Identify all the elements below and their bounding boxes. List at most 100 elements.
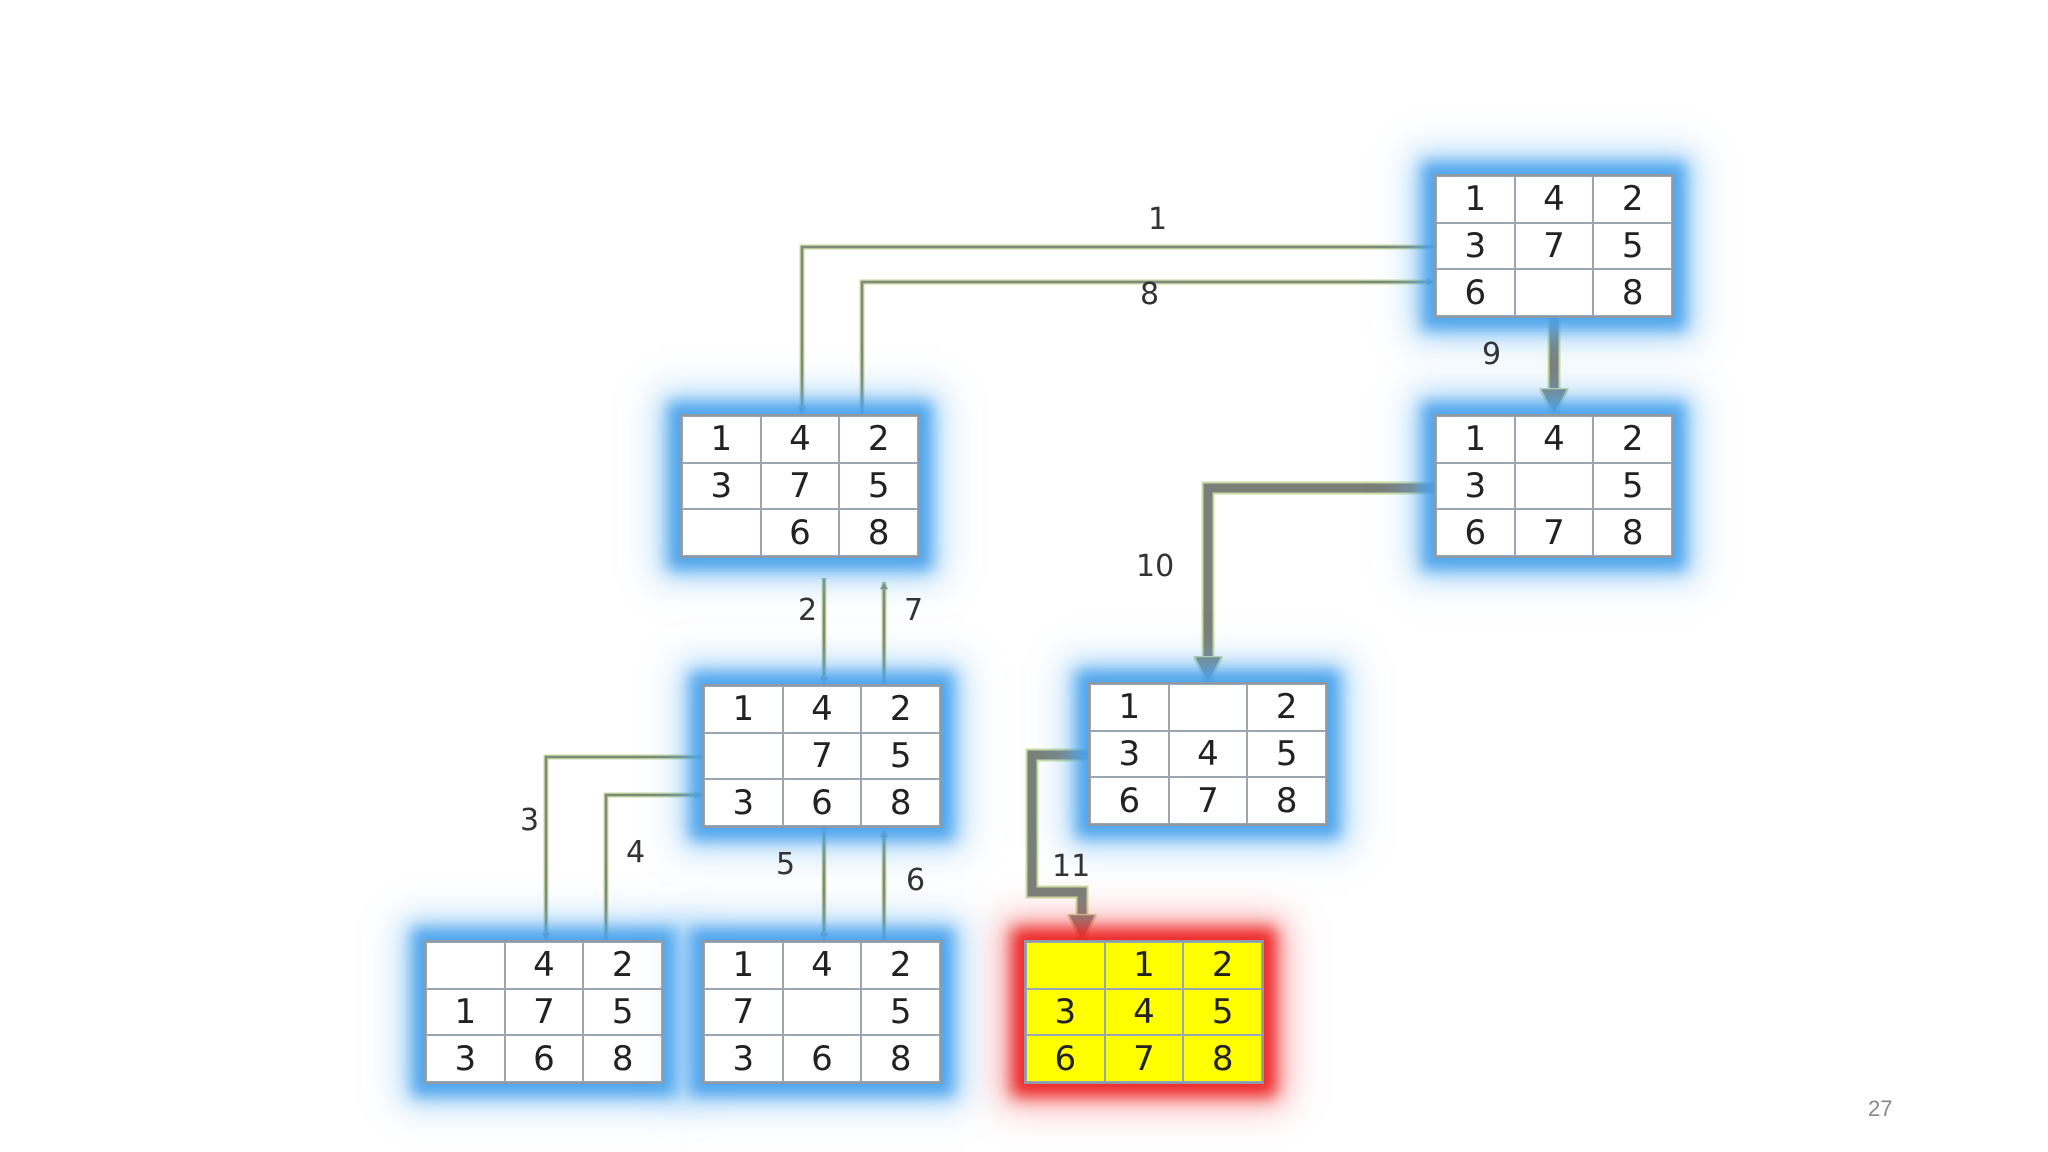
puzzle-tile: 2 [1183,942,1262,989]
puzzle-tile: 3 [1090,730,1169,778]
puzzle-tile: 1 [426,988,505,1036]
blank-tile [1514,269,1594,316]
puzzle-tile: 3 [682,462,761,510]
arrow-outline [799,244,1434,414]
step-number-label: 10 [1136,549,1175,584]
puzzle-tile: 6 [1436,269,1515,316]
arrow-line [546,755,702,940]
puzzle-tile: 6 [1436,509,1515,556]
puzzle-tile: 4 [1104,988,1184,1036]
move-arrow-11 [1025,748,1088,940]
puzzle-tile: 5 [1593,222,1672,270]
move-arrow-4 [603,792,702,940]
puzzle-tile: 2 [1593,416,1672,463]
puzzle-tile: 1 [1090,684,1169,731]
puzzle-tile: 5 [1183,988,1262,1036]
puzzle-tile: 4 [1168,730,1248,778]
blank-tile [704,732,783,780]
puzzle-tile: 1 [1104,942,1184,989]
page-number: 27 [1868,1096,1893,1121]
puzzle-tile: 5 [1247,730,1326,778]
move-arrow-1 [799,244,1434,414]
puzzle-tile: 4 [782,686,862,733]
puzzle-tile: 6 [782,1035,862,1082]
blank-tile [1026,942,1105,989]
puzzle-tile: 5 [583,988,662,1036]
puzzle-tile: 8 [1183,1035,1262,1082]
puzzle-tile: 8 [861,1035,940,1082]
step-number-label: 9 [1482,337,1502,372]
puzzle-tile: 7 [1104,1035,1184,1082]
puzzle-tile: 2 [1247,684,1326,731]
puzzle-tile: 5 [839,462,918,510]
puzzle-tile: 4 [760,416,840,463]
step-number-label: 6 [906,863,926,898]
puzzle-tile: 3 [704,779,783,826]
puzzle-tile: 7 [504,988,584,1036]
step-number-label: 7 [904,593,924,628]
blank-tile [426,942,505,989]
puzzle-tile: 2 [1593,176,1672,223]
puzzle-tile: 3 [1436,222,1515,270]
puzzle-tile: 4 [504,942,584,989]
arrow-outline [543,754,702,940]
puzzle-tile: 1 [1436,416,1515,463]
puzzle-tile: 4 [782,942,862,989]
puzzle-tile: 5 [1593,462,1672,510]
puzzle-tile: 3 [1026,988,1105,1036]
puzzle-tile: 3 [1436,462,1515,510]
arrow-outline [603,792,702,940]
puzzle-tile: 8 [1593,269,1672,316]
arrow-line [802,245,1434,414]
puzzle-tile: 2 [861,686,940,733]
puzzle-tile: 8 [1593,509,1672,556]
puzzle-tile: 2 [861,942,940,989]
puzzle-tile: 4 [1514,416,1594,463]
puzzle-tile: 1 [704,686,783,733]
step-number-label: 4 [626,835,646,870]
puzzle-tile: 4 [1514,176,1594,223]
step-number-label: 3 [520,803,540,838]
puzzle-tile: 7 [760,462,840,510]
puzzle-tile: 6 [1026,1035,1105,1082]
arrow-line [604,795,702,940]
arrow-line [1027,750,1088,940]
puzzle-tile: 6 [504,1035,584,1082]
blank-tile [1514,462,1594,510]
step-number-label: 11 [1052,849,1091,884]
puzzle-tile: 2 [583,942,662,989]
puzzle-tile: 7 [1514,222,1594,270]
step-number-label: 8 [1140,277,1160,312]
puzzle-tile: 6 [1090,777,1169,824]
puzzle-tile: 5 [861,988,940,1036]
blank-tile [782,988,862,1036]
puzzle-tile: 8 [583,1035,662,1082]
move-arrow-10 [1201,481,1434,682]
puzzle-tile: 7 [1514,509,1594,556]
puzzle-tile: 8 [861,779,940,826]
step-number-label: 1 [1148,202,1168,237]
puzzle-tile: 1 [704,942,783,989]
puzzle-tile: 2 [839,416,918,463]
step-number-label: 5 [776,847,796,882]
puzzle-tile: 7 [1168,777,1248,824]
arrow-outline [1201,481,1434,682]
move-arrow-8 [859,282,1434,414]
puzzle-tile: 1 [682,416,761,463]
arrow-line [1208,483,1434,682]
